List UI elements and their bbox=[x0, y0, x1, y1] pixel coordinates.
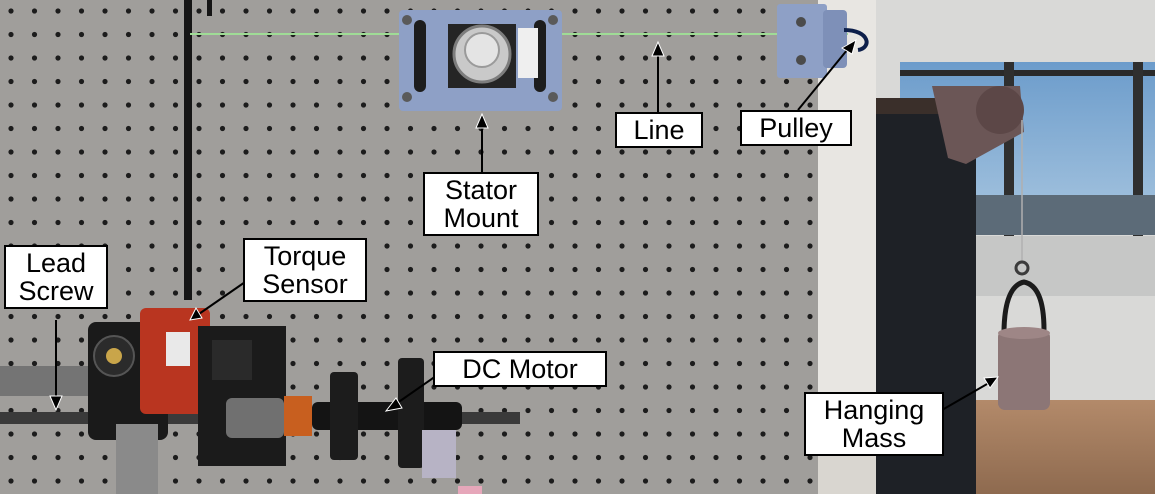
label-lead-screw: Lead Screw bbox=[4, 245, 108, 309]
dc-motor bbox=[226, 358, 482, 494]
label-lead-screw-line-2: Screw bbox=[18, 276, 94, 306]
annotation-arrows bbox=[49, 38, 1000, 412]
mass-cylinder bbox=[998, 330, 1050, 410]
label-pulley: Pulley bbox=[740, 110, 852, 146]
label-pulley-text: Pulley bbox=[759, 113, 833, 143]
room-panel bbox=[876, 0, 1155, 494]
label-dc-motor-text: DC Motor bbox=[462, 354, 578, 384]
stator-mount bbox=[399, 10, 562, 111]
label-line-text: Line bbox=[633, 115, 685, 145]
label-lead-screw-line-1: Lead bbox=[25, 248, 87, 278]
label-stator-mount: Stator Mount bbox=[423, 172, 539, 236]
label-torque-sensor: Torque Sensor bbox=[243, 238, 367, 302]
label-torque-sensor-line-2: Sensor bbox=[262, 269, 348, 299]
label-hanging-mass-line-1: Hanging bbox=[823, 395, 925, 425]
label-hanging-mass-line-2: Mass bbox=[841, 423, 907, 453]
torque-sensor bbox=[88, 308, 286, 494]
vertical-rod bbox=[184, 0, 192, 300]
label-torque-sensor-line-1: Torque bbox=[263, 241, 347, 271]
label-dc-motor: DC Motor bbox=[433, 351, 607, 387]
label-line: Line bbox=[615, 112, 703, 148]
pulley-bracket bbox=[777, 4, 869, 78]
label-stator-mount-line-1: Stator bbox=[444, 175, 518, 205]
label-hanging-mass: Hanging Mass bbox=[804, 392, 944, 456]
label-stator-mount-line-2: Mount bbox=[443, 203, 519, 233]
